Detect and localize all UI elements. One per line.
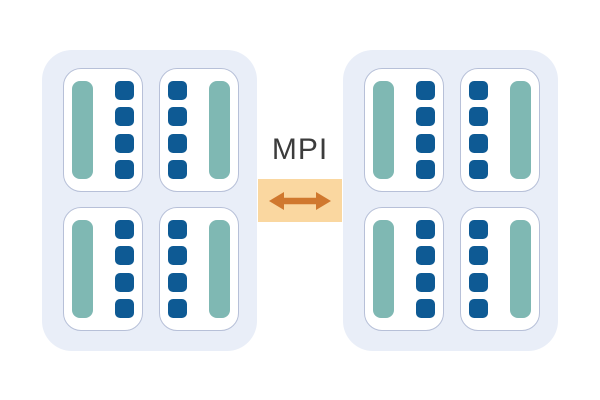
core-square bbox=[168, 220, 187, 239]
core-square bbox=[168, 107, 187, 127]
core-square bbox=[115, 272, 134, 292]
socket-card bbox=[159, 68, 239, 192]
socket-card bbox=[460, 207, 540, 331]
core-column bbox=[168, 81, 187, 179]
core-column bbox=[469, 81, 488, 179]
core-square bbox=[115, 133, 134, 153]
mpi-link-box bbox=[258, 179, 342, 222]
core-square bbox=[115, 107, 134, 127]
core-square bbox=[168, 81, 187, 100]
core-square bbox=[115, 159, 134, 179]
core-square bbox=[168, 298, 187, 318]
core-square bbox=[168, 133, 187, 153]
compute-node-right bbox=[343, 50, 558, 351]
core-square bbox=[416, 107, 435, 127]
core-square bbox=[168, 159, 187, 179]
teal-bar bbox=[72, 81, 93, 179]
core-column bbox=[115, 220, 134, 318]
socket-card bbox=[63, 207, 143, 331]
mpi-label: MPI bbox=[271, 133, 329, 166]
core-column bbox=[416, 220, 435, 318]
teal-bar bbox=[209, 220, 230, 318]
core-square bbox=[168, 246, 187, 266]
core-square bbox=[416, 220, 435, 239]
teal-bar bbox=[209, 81, 230, 179]
core-square bbox=[469, 81, 488, 100]
teal-bar bbox=[72, 220, 93, 318]
core-square bbox=[115, 298, 134, 318]
core-square bbox=[416, 298, 435, 318]
core-square bbox=[469, 159, 488, 179]
socket-card bbox=[63, 68, 143, 192]
core-square bbox=[469, 272, 488, 292]
teal-bar bbox=[510, 81, 531, 179]
core-column bbox=[469, 220, 488, 318]
core-square bbox=[416, 133, 435, 153]
core-square bbox=[469, 107, 488, 127]
core-square bbox=[469, 133, 488, 153]
core-column bbox=[168, 220, 187, 318]
core-square bbox=[416, 159, 435, 179]
core-square bbox=[168, 272, 187, 292]
double-arrow-icon bbox=[269, 191, 331, 210]
socket-card bbox=[159, 207, 239, 331]
socket-card bbox=[460, 68, 540, 192]
core-square bbox=[469, 220, 488, 239]
core-square bbox=[115, 220, 134, 239]
core-square bbox=[469, 298, 488, 318]
teal-bar bbox=[510, 220, 531, 318]
core-square bbox=[416, 272, 435, 292]
core-column bbox=[416, 81, 435, 179]
core-square bbox=[115, 246, 134, 266]
core-column bbox=[115, 81, 134, 179]
core-square bbox=[115, 81, 134, 100]
compute-node-left bbox=[42, 50, 257, 351]
socket-card bbox=[364, 207, 444, 331]
teal-bar bbox=[373, 81, 394, 179]
core-square bbox=[469, 246, 488, 266]
socket-card bbox=[364, 68, 444, 192]
core-square bbox=[416, 81, 435, 100]
core-square bbox=[416, 246, 435, 266]
teal-bar bbox=[373, 220, 394, 318]
